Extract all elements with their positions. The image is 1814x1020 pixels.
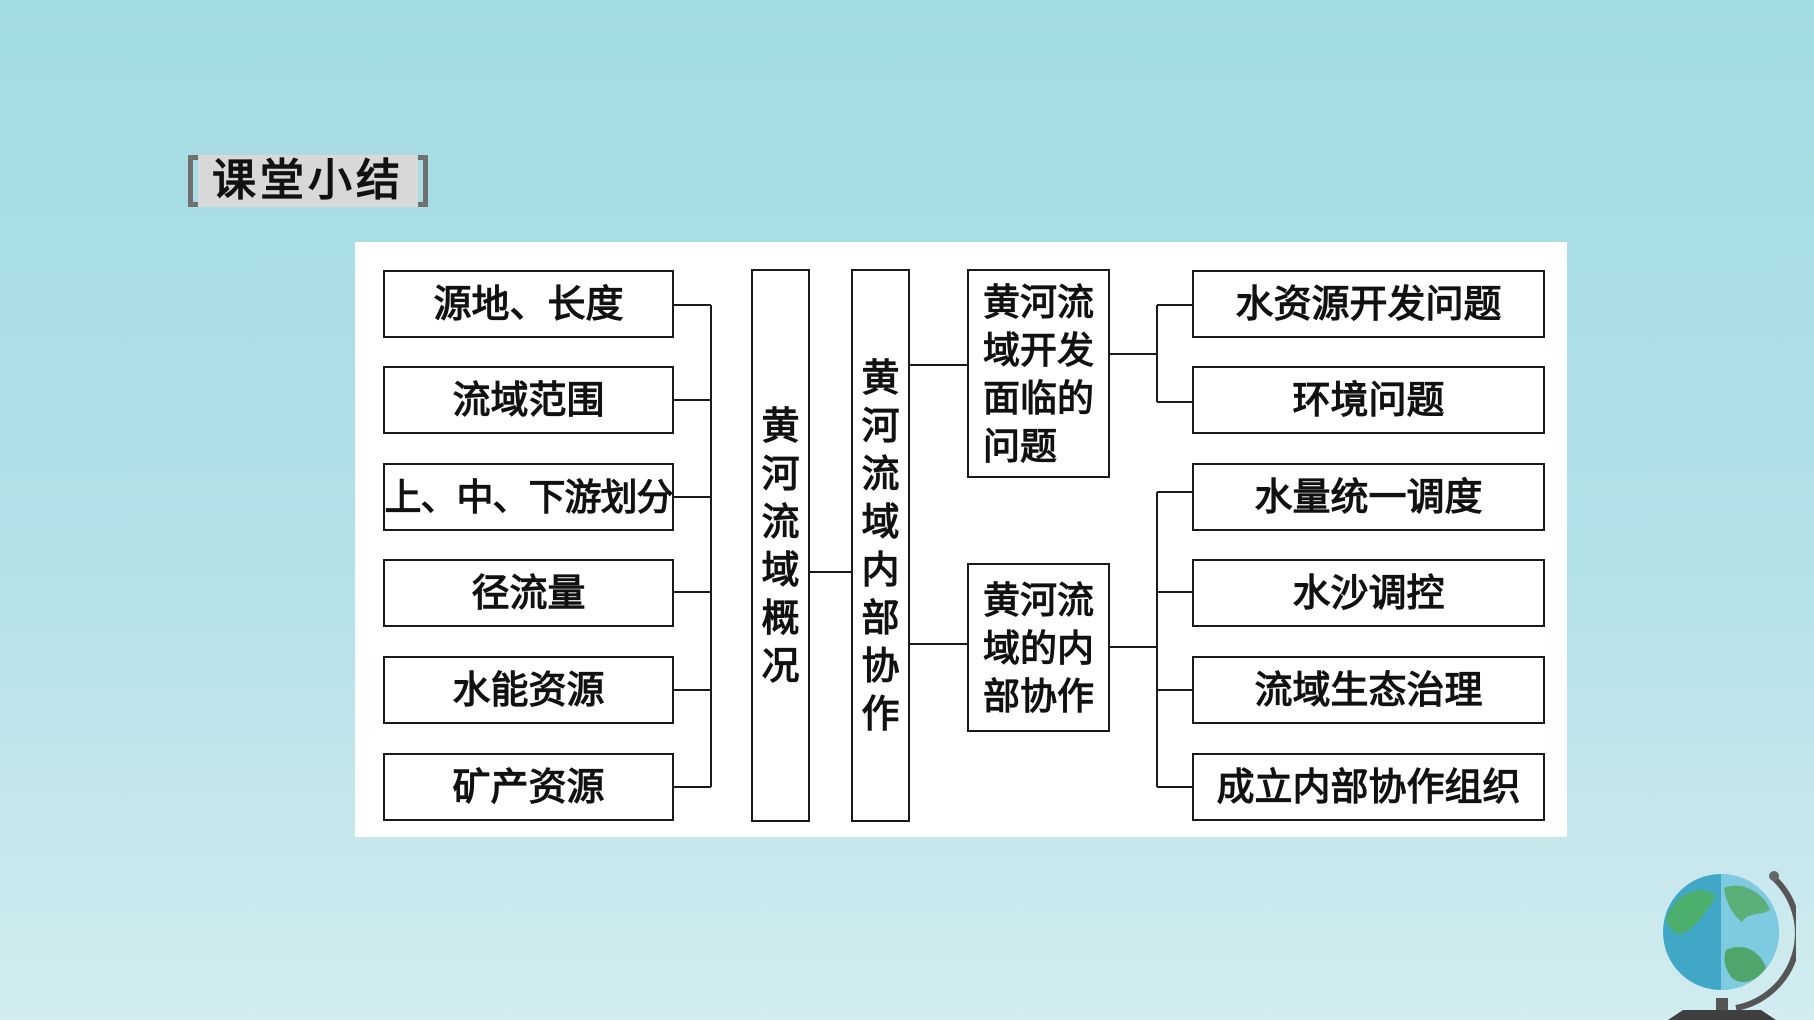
overview-char: 概	[761, 594, 800, 640]
bracket-left	[188, 155, 198, 207]
overview-char: 流	[761, 498, 800, 544]
development-problems-box: 黄河流 域开发 面临的 问题	[967, 269, 1110, 478]
cooperation-char: 域	[861, 498, 900, 544]
cooperation-char: 河	[861, 402, 900, 448]
item-river-sections: 上、中、下游划分	[383, 463, 674, 531]
item-minerals: 矿产资源	[383, 753, 674, 821]
overview-char: 黄	[761, 402, 800, 448]
problem-line: 问题	[983, 423, 1057, 468]
problem-line: 黄河流	[983, 279, 1094, 324]
item-environment-problem: 环境问题	[1192, 366, 1545, 434]
overview-char: 况	[761, 642, 800, 688]
problem-line: 面临的	[983, 375, 1094, 420]
coop-line: 部协作	[983, 673, 1094, 718]
item-runoff: 径流量	[383, 559, 674, 627]
item-cooperation-organization: 成立内部协作组织	[1192, 753, 1545, 821]
overview-box: 黄 河 流 域 概 况	[751, 269, 810, 822]
coop-line: 域的内	[983, 625, 1094, 670]
section-title-text: 课堂小结	[198, 155, 418, 207]
item-hydropower: 水能资源	[383, 656, 674, 724]
cooperation-char: 部	[861, 594, 900, 640]
cooperation-char: 内	[861, 546, 900, 592]
internal-cooperation-box: 黄河流 域的内 部协作	[967, 563, 1110, 732]
item-basin-range: 流域范围	[383, 366, 674, 434]
cooperation-char: 作	[861, 690, 900, 736]
item-water-resource-problem: 水资源开发问题	[1192, 270, 1545, 338]
overview-char: 域	[761, 546, 800, 592]
summary-diagram: 源地、长度 流域范围 上、中、下游划分 径流量 水能资源 矿产资源 黄 河 流 …	[355, 242, 1567, 837]
item-water-dispatch: 水量统一调度	[1192, 463, 1545, 531]
cooperation-box: 黄 河 流 域 内 部 协 作	[851, 269, 910, 822]
coop-line: 黄河流	[983, 577, 1094, 622]
bracket-right	[418, 155, 428, 207]
item-source-length: 源地、长度	[383, 270, 674, 338]
item-sediment-control: 水沙调控	[1192, 559, 1545, 627]
section-title: 课堂小结	[188, 155, 428, 207]
cooperation-char: 流	[861, 450, 900, 496]
problem-line: 域开发	[983, 327, 1094, 372]
overview-char: 河	[761, 450, 800, 496]
cooperation-char: 协	[861, 642, 900, 688]
connector-lines	[673, 304, 1192, 788]
globe-icon	[1663, 871, 1796, 1020]
cooperation-char: 黄	[861, 354, 900, 400]
item-ecological-governance: 流域生态治理	[1192, 656, 1545, 724]
